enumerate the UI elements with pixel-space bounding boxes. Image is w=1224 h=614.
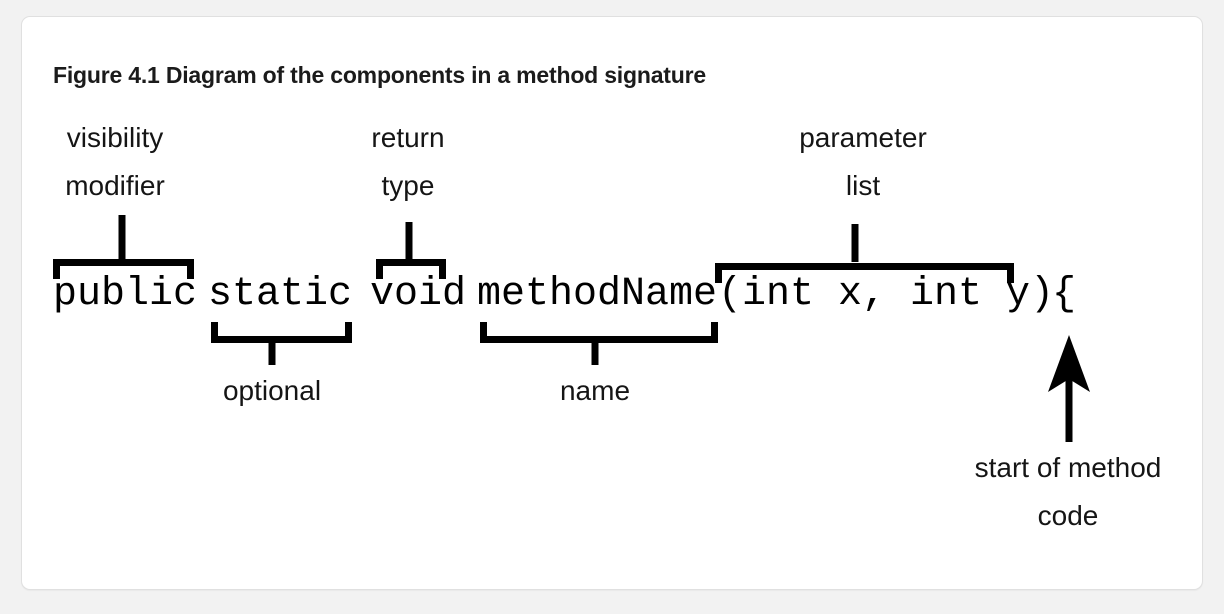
- figure-title: Figure 4.1 Diagram of the components in …: [53, 62, 706, 88]
- code-token-visibility: public: [53, 272, 197, 317]
- arrow-head-start-of-method: [1048, 335, 1090, 392]
- method-signature-diagram: visibility modifier return type paramete…: [53, 122, 1162, 531]
- label-visibility-modifier-line1: visibility: [67, 122, 163, 153]
- label-optional: optional: [223, 375, 321, 406]
- label-start-of-method-line2: code: [1038, 500, 1099, 531]
- figure-card: Figure 4.1 Diagram of the components in …: [21, 16, 1203, 590]
- code-token-return-type: void: [370, 272, 466, 317]
- label-name: name: [560, 375, 630, 406]
- label-visibility-modifier-line2: modifier: [65, 170, 165, 201]
- bracket-optional: [211, 322, 352, 343]
- code-token-parameter-list: (int x, int y): [718, 272, 1054, 317]
- label-parameter-list-line1: parameter: [799, 122, 927, 153]
- bracket-visibility-modifier: [53, 259, 194, 279]
- code-token-open-brace: {: [1052, 272, 1076, 317]
- label-parameter-list-line2: list: [846, 170, 880, 201]
- label-return-type-line2: type: [382, 170, 435, 201]
- code-token-method-name: methodName: [477, 272, 717, 317]
- code-token-static: static: [208, 272, 352, 317]
- label-return-type-line1: return: [371, 122, 444, 153]
- bracket-parameter-list: [715, 263, 1014, 283]
- bracket-return-type: [376, 259, 446, 279]
- bracket-name: [480, 322, 718, 343]
- label-start-of-method-line1: start of method: [975, 452, 1162, 483]
